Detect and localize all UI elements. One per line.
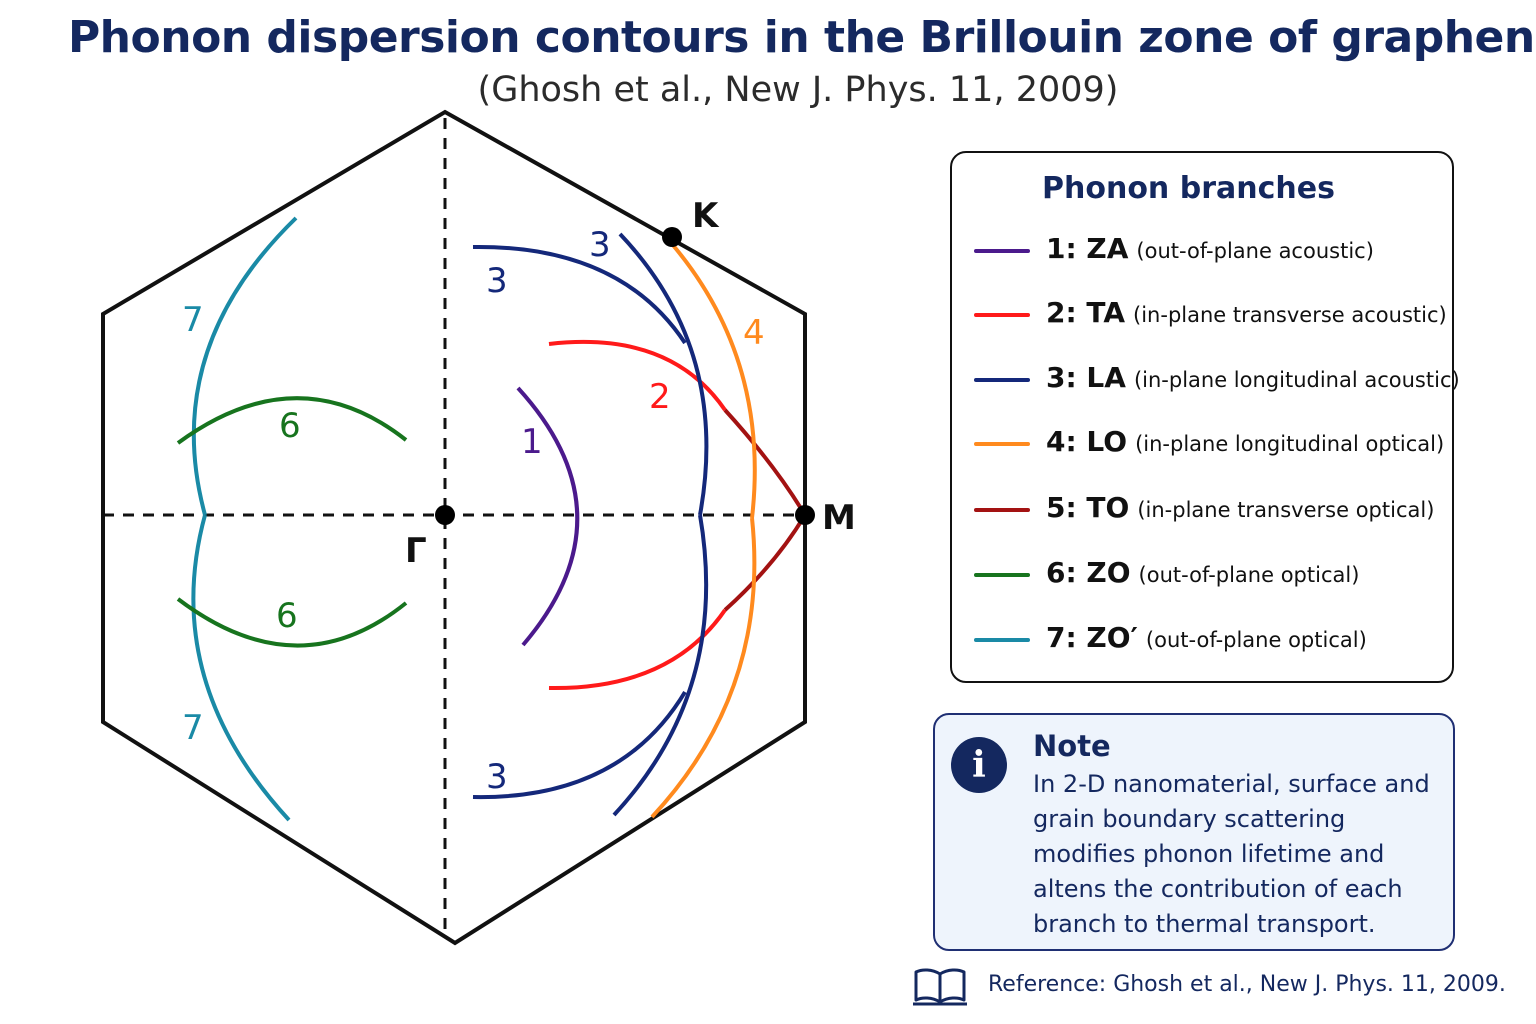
legend-desc-za: (out-of-plane acoustic) bbox=[1136, 239, 1374, 263]
legend-label-za: 1: ZA bbox=[1046, 232, 1129, 265]
legend-desc-ta: (in-plane transverse acoustic) bbox=[1133, 303, 1447, 327]
branch-label-la-top-left: 3 bbox=[486, 261, 508, 301]
k-point-label: K bbox=[692, 196, 720, 236]
legend-title: Phonon branches bbox=[1042, 171, 1335, 206]
brillouin-zone-diagram: Γ K M 1 2 3 3 3 4 6 6 7 7 bbox=[101, 109, 856, 946]
book-icon bbox=[913, 968, 967, 1006]
gamma-point-label: Γ bbox=[405, 531, 427, 571]
branch-to-lower-curve bbox=[723, 513, 807, 612]
info-icon: i bbox=[951, 737, 1007, 793]
branch-la-outer-upper-curve bbox=[618, 232, 709, 516]
brillouin-zone-hexagon bbox=[101, 109, 807, 946]
branch-label-ta: 2 bbox=[649, 377, 671, 417]
legend-item-za: 1: ZA (out-of-plane acoustic) bbox=[974, 230, 1454, 270]
branch-za-curve bbox=[516, 386, 580, 647]
legend-swatch-la bbox=[974, 378, 1030, 382]
reference-text: Reference: Ghosh et al., New J. Phys. 11… bbox=[988, 972, 1506, 997]
branch-label-zo2-upper: 7 bbox=[182, 300, 204, 340]
branch-lo-upper-curve bbox=[670, 242, 757, 519]
k-point-marker bbox=[662, 227, 682, 247]
branch-label-la-top-right: 3 bbox=[589, 225, 611, 265]
reference-line: Reference: Ghosh et al., New J. Phys. 11… bbox=[912, 966, 1512, 1008]
branch-label-zo2-lower: 7 bbox=[182, 708, 204, 748]
legend-item-zo: 6: ZO (out-of-plane optical) bbox=[974, 554, 1454, 594]
branch-zo2-upper-curve bbox=[191, 216, 298, 516]
branch-label-la-bottom: 3 bbox=[486, 757, 508, 797]
legend-item-la: 3: LA (in-plane longitudinal acoustic) bbox=[974, 359, 1460, 399]
legend-item-zo2: 7: ZO′ (out-of-plane optical) bbox=[974, 619, 1454, 659]
legend-panel: Phonon branches 1: ZA (out-of-plane acous… bbox=[950, 151, 1460, 683]
legend-label-to: 5: TO bbox=[1046, 491, 1130, 524]
page-title: Phonon dispersion contours in the Brillo… bbox=[67, 12, 1536, 63]
legend-swatch-to bbox=[974, 508, 1030, 512]
branch-zo-upper-curve bbox=[176, 396, 408, 445]
gamma-point-marker bbox=[435, 505, 455, 525]
legend-label-ta: 2: TA bbox=[1046, 296, 1126, 329]
legend-desc-lo: (in-plane longitudinal optical) bbox=[1135, 432, 1445, 456]
branch-label-lo: 4 bbox=[743, 313, 765, 353]
legend-swatch-ta bbox=[974, 313, 1030, 317]
legend-swatch-lo bbox=[974, 442, 1030, 446]
m-point-marker bbox=[795, 505, 815, 525]
legend-item-lo: 4: LO (in-plane longitudinal optical) bbox=[974, 423, 1454, 463]
branch-la-outer-lower-curve bbox=[612, 514, 709, 817]
branch-label-zo-upper: 6 bbox=[279, 406, 301, 446]
branch-zo-lower-curve bbox=[176, 597, 408, 648]
note-panel: i Note In 2-D nanomaterial, surface and … bbox=[933, 713, 1455, 951]
legend-swatch-zo2 bbox=[974, 638, 1030, 642]
branch-ta-upper-curve bbox=[548, 339, 727, 412]
branch-label-zo-lower: 6 bbox=[276, 596, 298, 636]
branch-ta-lower-curve bbox=[548, 608, 727, 691]
m-point-label: M bbox=[822, 498, 856, 538]
branch-to-upper-curve bbox=[723, 408, 807, 517]
legend-label-la: 3: LA bbox=[1046, 361, 1126, 394]
legend-swatch-zo bbox=[974, 573, 1030, 577]
branch-zo2-lower-curve bbox=[191, 514, 291, 822]
page-subtitle: (Ghosh et al., New J. Phys. 11, 2009) bbox=[477, 70, 1119, 110]
branch-la-inner-top-curve bbox=[472, 244, 687, 345]
branch-lo-lower-curve bbox=[650, 517, 757, 819]
note-text: In 2-D nanomaterial, surface and grain b… bbox=[1033, 770, 1430, 938]
legend-desc-zo: (out-of-plane optical) bbox=[1138, 563, 1360, 587]
legend-label-zo: 6: ZO bbox=[1046, 556, 1131, 589]
legend-label-lo: 4: LO bbox=[1046, 425, 1128, 458]
legend-desc-to: (in-plane transverse optical) bbox=[1137, 498, 1435, 522]
note-title: Note bbox=[1033, 729, 1111, 763]
legend-desc-zo2: (out-of-plane optical) bbox=[1145, 628, 1367, 652]
legend-swatch-za bbox=[974, 249, 1030, 253]
branch-label-za: 1 bbox=[521, 422, 543, 462]
legend-item-ta: 2: TA (in-plane transverse acoustic) bbox=[974, 294, 1454, 334]
branch-la-inner-bottom-curve bbox=[472, 690, 687, 800]
legend-item-to: 5: TO (in-plane transverse optical) bbox=[974, 489, 1454, 529]
legend-desc-la: (in-plane longitudinal acoustic) bbox=[1133, 368, 1460, 392]
legend-label-zo2: 7: ZO′ bbox=[1046, 621, 1138, 654]
